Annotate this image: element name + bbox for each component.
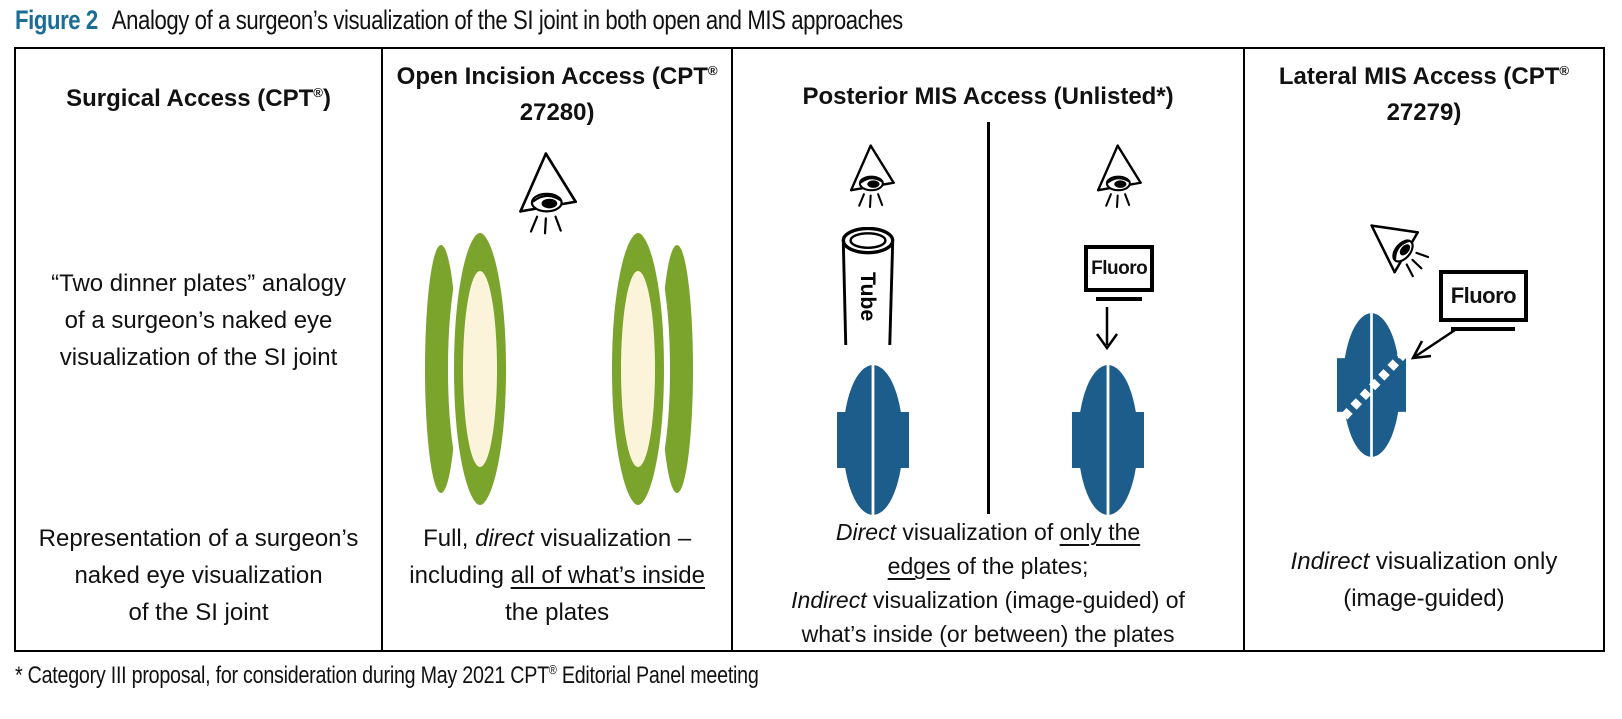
figure-label: Figure 2 (15, 5, 98, 35)
caption-line: Indirect visualization (image-guided) of (733, 583, 1243, 617)
fluoro-stand (1096, 297, 1143, 301)
text-line: of the SI joint (128, 599, 269, 626)
header-line: (CPT® 27280) (519, 63, 718, 126)
down-arrow-icon (1096, 307, 1119, 351)
header-line: (CPT® 27279) (1386, 63, 1570, 126)
column-posterior-mis: Posterior MIS Access (Unlisted*) (731, 49, 1243, 650)
column-open-incision: Open Incision Access (CPT® 27280) (381, 49, 731, 650)
posterior-mis-header: Posterior MIS Access (Unlisted*) (802, 83, 1174, 110)
eye-icon (519, 152, 578, 235)
column-lateral-mis: Lateral MIS Access (CPT® 27279) Fluoro (1242, 49, 1603, 650)
caption-line: (image-guided) (1245, 580, 1603, 617)
open-incision-caption: Full, direct visualization – including a… (383, 520, 731, 631)
lateral-mis-header: Lateral MIS Access (CPT® 27279) (1245, 59, 1603, 131)
fluoro-monitor: Fluoro (1084, 245, 1155, 301)
lateral-mis-caption: Indirect visualization only (image-guide… (1245, 543, 1603, 617)
text-line: Representation of a surgeon’s (38, 525, 359, 552)
caption-seg: visualization – (533, 525, 692, 552)
caption-seg-italic: Indirect (1290, 548, 1370, 575)
fluoro-monitor: Fluoro (1438, 270, 1528, 331)
si-joint-edge-view (837, 365, 910, 515)
implant-trajectory-dashed-line (1336, 345, 1406, 430)
sub-column-divider (987, 122, 990, 514)
caption-seg-underline: all of what’s inside (510, 562, 706, 589)
caption-seg: visualization of (895, 519, 1060, 545)
footnote: * Category III proposal, for considerati… (15, 662, 759, 689)
text-line: “Two dinner plates” analogy (51, 270, 346, 297)
tube-icon: Tube (841, 227, 895, 345)
diagonal-arrow-icon (1410, 326, 1459, 360)
header-line: Lateral MIS Access (1278, 63, 1497, 90)
caption-seg-underline: only the (1059, 519, 1141, 545)
caption-seg-underline: edges (887, 553, 951, 579)
fluoro-screen: Fluoro (1438, 270, 1528, 322)
fluoro-screen: Fluoro (1084, 245, 1155, 292)
figure-title-text: Analogy of a surgeon’s visualization of … (111, 5, 903, 35)
caption-line: edges of the plates; (733, 549, 1243, 583)
representation-description: Representation of a surgeon’s naked eye … (16, 520, 381, 631)
figure-title: Figure 2 Analogy of a surgeon’s visualiza… (15, 5, 903, 36)
text-line: visualization of the SI joint (59, 344, 338, 371)
analogy-description: “Two dinner plates” analogy of a surgeon… (16, 265, 381, 376)
dinner-plates-illustration (425, 227, 694, 511)
si-joint-edge-view (1072, 365, 1145, 515)
fluoro-stand (1451, 327, 1516, 331)
caption-line: Indirect visualization only (1245, 543, 1603, 580)
caption-seg: the plates (505, 599, 610, 626)
right-plate (606, 227, 694, 511)
caption-line: what’s inside (or between) the plates (733, 617, 1243, 651)
caption-line: Direct visualization of only the (733, 515, 1243, 549)
comparison-table: Surgical Access (CPT®) “Two dinner plate… (14, 47, 1605, 652)
caption-seg: visualization (image-guided) of (866, 587, 1185, 613)
caption-seg-italic: direct (475, 525, 534, 552)
eye-icon (1097, 144, 1143, 209)
header-line: Open Incision Access (396, 63, 646, 90)
column-surgical-access: Surgical Access (CPT®) “Two dinner plate… (16, 49, 381, 650)
text-line: of a surgeon’s naked eye (64, 307, 333, 334)
tube-label: Tube (856, 272, 880, 321)
posterior-mis-caption: Direct visualization of only the edges o… (733, 515, 1243, 651)
caption-line: Full, direct visualization – (383, 520, 731, 557)
text-line: naked eye visualization (74, 562, 323, 589)
caption-seg: what’s inside (or between) the plates (801, 621, 1175, 647)
caption-line: the plates (383, 594, 731, 631)
surgical-access-header: Surgical Access (CPT®) (66, 85, 331, 112)
caption-seg-italic: Direct (835, 519, 896, 545)
open-incision-header: Open Incision Access (CPT® 27280) (383, 59, 731, 131)
caption-seg: (image-guided) (1343, 585, 1505, 612)
caption-seg: of the plates; (950, 553, 1089, 579)
left-plate (425, 227, 513, 511)
caption-line: including all of what’s inside (383, 557, 731, 594)
caption-seg-italic: Indirect (791, 587, 867, 613)
eye-icon (850, 144, 896, 209)
caption-seg: Full, (423, 525, 476, 552)
eye-icon (1370, 224, 1430, 278)
si-joint-edge-view-lateral (1336, 313, 1406, 457)
caption-seg: visualization only (1369, 548, 1558, 575)
caption-seg: including (409, 562, 511, 589)
